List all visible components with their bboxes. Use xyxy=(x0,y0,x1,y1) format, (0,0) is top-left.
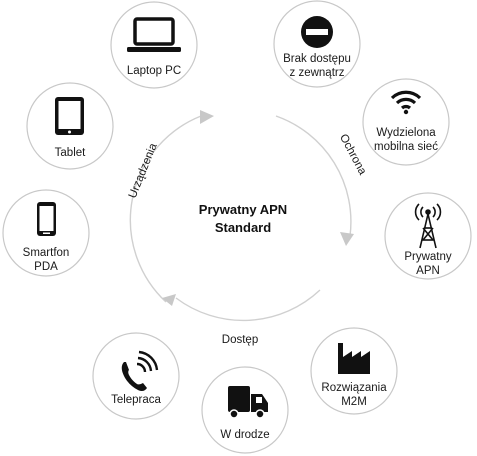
node-private-apn-label-1: Prywatny xyxy=(404,251,452,263)
node-no-access-label-1: Brak dostępu xyxy=(283,53,351,65)
node-laptop: Laptop PC xyxy=(110,1,198,89)
node-mobile-network: Wydzielona mobilna sieć xyxy=(362,78,450,166)
no-entry-icon xyxy=(301,16,333,48)
tablet-icon xyxy=(55,97,84,135)
node-m2m: Rozwiązania M2M xyxy=(310,327,398,415)
truck-icon xyxy=(228,386,268,419)
node-laptop-label: Laptop PC xyxy=(127,65,181,77)
node-tablet-label: Tablet xyxy=(55,147,86,159)
antenna-tower-icon xyxy=(414,203,442,249)
node-private-apn: Prywatny APN xyxy=(384,192,472,280)
factory-icon xyxy=(338,343,370,374)
arrow-head-top xyxy=(200,110,214,124)
arrow-head-right xyxy=(340,232,354,246)
node-on-the-road-label: W drodze xyxy=(220,429,269,441)
ring-arc-access xyxy=(175,289,321,322)
arc-label-access: Dostęp xyxy=(222,334,258,346)
central-ring xyxy=(129,110,354,322)
ring-arc-protection xyxy=(275,115,352,237)
node-telework: Telepraca xyxy=(92,332,180,420)
node-smartphone: Smartfon PDA xyxy=(2,189,90,277)
node-no-access-label-2: z zewnątrz xyxy=(290,67,345,79)
node-tablet: Tablet xyxy=(26,82,114,170)
node-mobile-network-label-1: Wydzielona xyxy=(376,127,436,139)
node-m2m-label-2: M2M xyxy=(341,396,367,408)
node-smartphone-label-1: Smartfon xyxy=(23,247,70,259)
phone-ringing-icon xyxy=(121,350,159,392)
arc-label-devices: Urządzenia xyxy=(127,141,160,200)
smartphone-icon xyxy=(37,202,56,236)
center-title-line2: Standard xyxy=(215,220,271,235)
node-no-access: Brak dostępu z zewnątrz xyxy=(273,0,361,88)
node-on-the-road: W drodze xyxy=(201,366,289,454)
center-title-line1: Prywatny APN xyxy=(199,202,287,217)
node-private-apn-label-2: APN xyxy=(416,265,440,277)
arc-label-protection: Ochrona xyxy=(337,132,369,177)
ring-arc-devices xyxy=(129,115,202,303)
wifi-icon xyxy=(390,90,422,115)
node-mobile-network-label-2: mobilna sieć xyxy=(374,141,438,153)
laptop-icon xyxy=(127,17,181,52)
node-smartphone-label-2: PDA xyxy=(34,261,58,273)
arrow-head-bottom-left xyxy=(162,294,176,306)
node-telework-label: Telepraca xyxy=(111,394,161,406)
node-m2m-label-1: Rozwiązania xyxy=(321,382,387,394)
